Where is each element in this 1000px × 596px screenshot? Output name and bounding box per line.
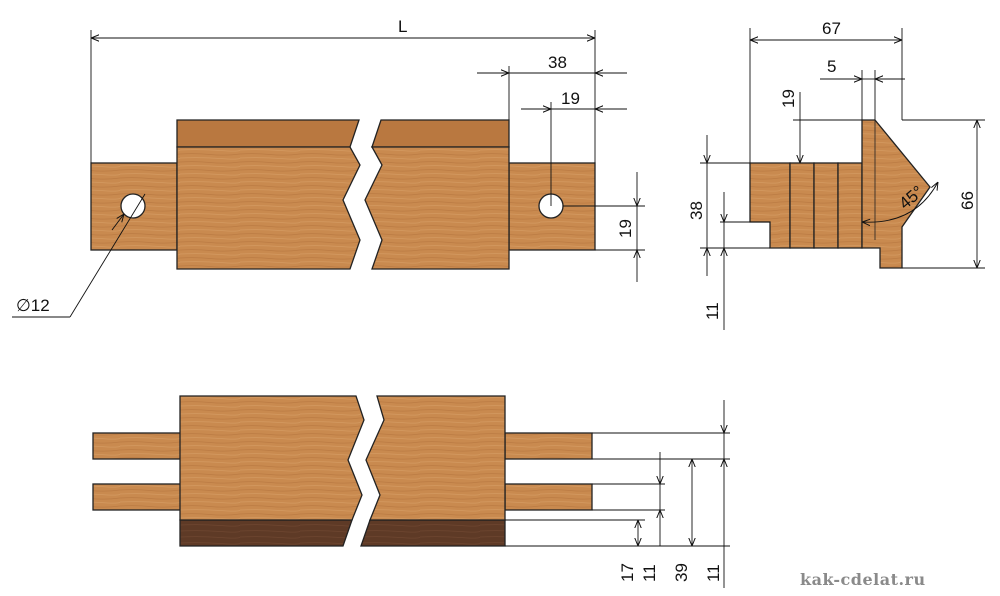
right-prong-bottom bbox=[504, 483, 593, 511]
dim-17: 17 bbox=[618, 563, 637, 582]
dim-diameter: ∅12 bbox=[16, 296, 50, 315]
dim-19-side: 19 bbox=[616, 219, 635, 238]
plan-view bbox=[92, 395, 593, 547]
body-left bbox=[176, 146, 361, 270]
dim-19-top: 19 bbox=[561, 89, 580, 108]
left-hole bbox=[120, 193, 146, 219]
dark-strip-right bbox=[360, 519, 506, 547]
front-view bbox=[90, 119, 596, 270]
body-top-strip-right bbox=[371, 119, 510, 148]
side-slat-1 bbox=[789, 162, 815, 249]
plan-body-right bbox=[365, 395, 506, 521]
dim-11-side: 11 bbox=[703, 302, 722, 320]
right-prong-top bbox=[504, 432, 593, 460]
side-slat-2 bbox=[813, 162, 839, 249]
body-right bbox=[364, 146, 510, 270]
side-slat-3 bbox=[837, 162, 863, 249]
dark-strip-left bbox=[179, 519, 353, 547]
dim-11-bottom-b: 11 bbox=[704, 564, 723, 582]
dim-39: 39 bbox=[672, 563, 691, 582]
plan-body-left bbox=[179, 395, 365, 521]
dim-11-bottom-a: 11 bbox=[640, 564, 659, 582]
left-prong-bottom bbox=[92, 483, 184, 511]
dim-38: 38 bbox=[548, 53, 567, 72]
left-prong-top bbox=[92, 432, 184, 460]
side-left-block bbox=[749, 162, 791, 249]
dim-67: 67 bbox=[822, 19, 841, 38]
watermark: kak-cdelat.ru bbox=[800, 570, 926, 589]
dim-38-side: 38 bbox=[687, 201, 706, 220]
dim-L: L bbox=[398, 17, 407, 36]
dim-19-side-top: 19 bbox=[779, 89, 798, 108]
dim-66: 66 bbox=[958, 191, 977, 210]
dim-5: 5 bbox=[827, 57, 836, 76]
body-top-strip-left bbox=[176, 119, 360, 148]
